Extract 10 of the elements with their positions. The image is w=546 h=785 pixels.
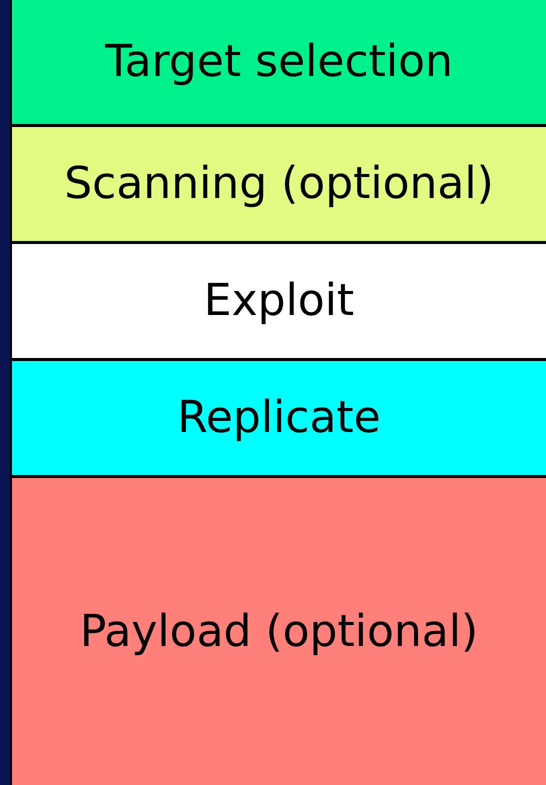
stage-label: Replicate xyxy=(177,391,381,446)
stage-label: Payload (optional) xyxy=(80,604,478,659)
stage-band xyxy=(10,358,546,475)
stage-band xyxy=(10,124,546,241)
stage-label: Target selection xyxy=(105,35,453,90)
stage-band xyxy=(10,475,546,785)
stage-band xyxy=(10,241,546,358)
stage-label: Scanning (optional) xyxy=(64,157,494,212)
stage-label: Exploit xyxy=(204,274,354,328)
stage-band xyxy=(10,0,546,124)
